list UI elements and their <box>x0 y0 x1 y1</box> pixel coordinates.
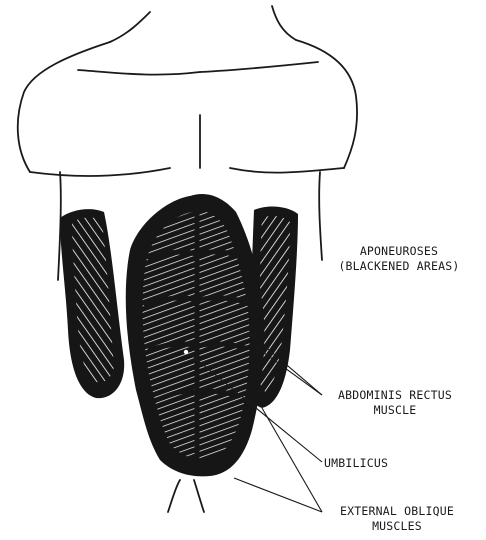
oblique-label-line2: MUSCLES <box>322 519 472 534</box>
shoulder-left <box>18 42 110 172</box>
left-oblique-muscle <box>60 209 124 398</box>
oblique-label: EXTERNAL OBLIQUE MUSCLES <box>322 504 472 534</box>
umbilicus-label: UMBILICUS <box>324 456 388 471</box>
rectus-abdominis <box>126 194 265 476</box>
aponeuroses-label: APONEUROSES (BLACKENED AREAS) <box>324 244 474 274</box>
clavicle-right <box>200 62 318 72</box>
rectus-label-line2: MUSCLE <box>320 403 470 418</box>
neck-left <box>110 12 150 42</box>
oblique-label-line1: EXTERNAL OBLIQUE <box>322 504 472 519</box>
rectus-label: ABDOMINIS RECTUS MUSCLE <box>320 388 470 418</box>
umbilicus-mark <box>184 350 188 354</box>
chest-line-left <box>30 168 170 176</box>
rectus-label-line1: ABDOMINIS RECTUS <box>320 388 470 403</box>
aponeuroses-label-line1: APONEUROSES <box>324 244 474 259</box>
neck-right <box>272 6 296 40</box>
leg-right <box>194 480 204 512</box>
shoulder-right <box>296 40 357 168</box>
chest-line-right <box>230 168 344 173</box>
arm-right <box>319 172 322 260</box>
clavicle-left <box>78 70 200 75</box>
leader-oblique-right <box>262 408 322 512</box>
leader-oblique-left <box>234 478 322 512</box>
aponeuroses-label-line2: (BLACKENED AREAS) <box>324 259 474 274</box>
leg-left <box>168 480 180 512</box>
